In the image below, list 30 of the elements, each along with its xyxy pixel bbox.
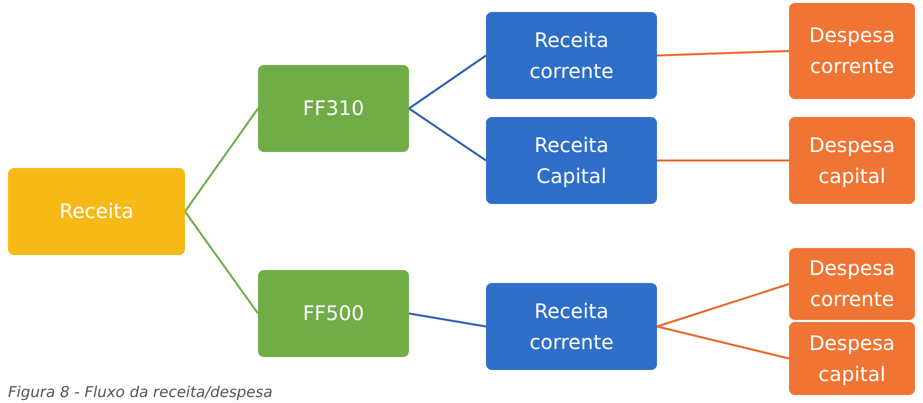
connector-line xyxy=(408,312,486,328)
connector-line xyxy=(408,54,487,110)
process-box xyxy=(486,283,657,370)
box-label: Receita xyxy=(59,198,134,225)
box-label: Despesa corrente xyxy=(809,255,895,313)
process-box xyxy=(789,248,915,320)
process-box xyxy=(789,3,915,99)
process-box xyxy=(8,168,185,255)
process-box xyxy=(789,117,915,204)
process-box xyxy=(258,65,409,152)
connector-line xyxy=(656,50,790,56)
box-label: FF310 xyxy=(302,95,364,122)
box-label: Despesa corrente xyxy=(809,22,895,80)
box-label: Receita Capital xyxy=(533,132,610,190)
box-label: Receita corrente xyxy=(528,26,614,84)
caption: Figura 8 - Fluxo da receita/despesa xyxy=(8,383,273,401)
process-box xyxy=(486,117,657,204)
box-label: FF500 xyxy=(302,300,364,327)
connector-line xyxy=(184,210,259,314)
box-label: Receita corrente xyxy=(528,298,614,356)
box-label: Despesa capital xyxy=(809,132,895,190)
connector-line xyxy=(657,160,789,162)
connector-line xyxy=(656,326,790,360)
connector-line xyxy=(184,108,259,212)
connector-line xyxy=(656,283,790,328)
process-box xyxy=(258,270,409,357)
process-box xyxy=(486,12,657,99)
process-box xyxy=(789,322,915,395)
box-label: Despesa capital xyxy=(809,330,895,388)
connector-line xyxy=(408,108,487,162)
